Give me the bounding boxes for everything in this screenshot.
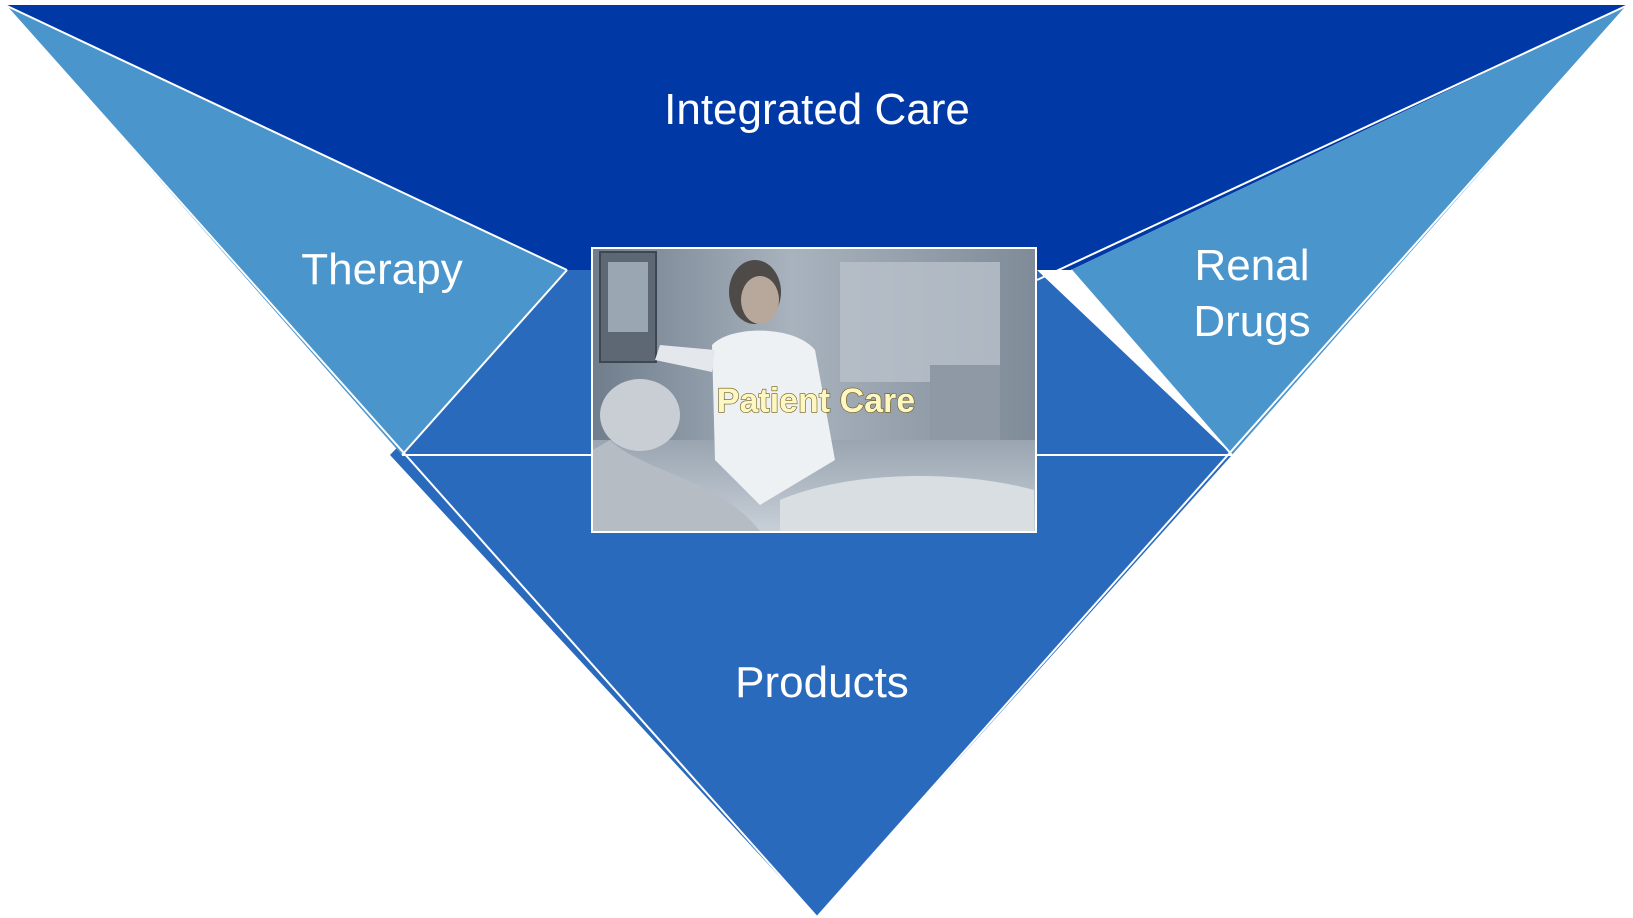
integrated-care-label: Integrated Care xyxy=(664,85,970,134)
therapy-label: Therapy xyxy=(301,245,462,294)
integrated-care-segment xyxy=(5,5,1628,270)
renal-drugs-segment xyxy=(1071,5,1628,455)
products-segment xyxy=(390,455,1232,917)
therapy-segment xyxy=(5,5,567,455)
patient-care-label: Patient Care xyxy=(717,382,915,420)
divider-lines xyxy=(4,4,1629,918)
drugs-label: Drugs xyxy=(1193,297,1310,346)
products-label: Products xyxy=(735,658,909,707)
patient-care-photo: Patient Care xyxy=(591,247,1037,533)
renal-label: Renal xyxy=(1195,241,1310,290)
